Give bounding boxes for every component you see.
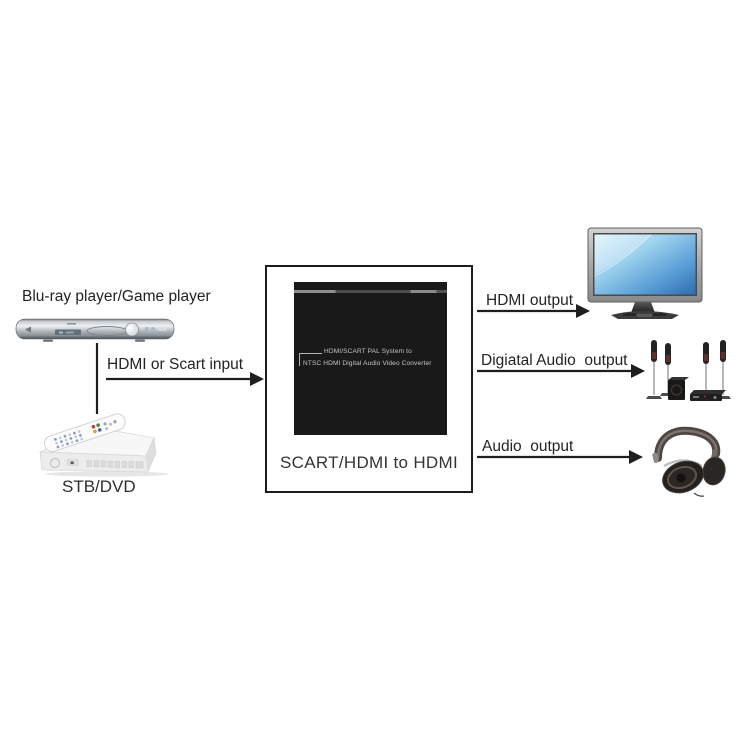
stb-dvd-image	[39, 413, 169, 477]
stb-remote-control	[44, 413, 126, 453]
converter-device-image: HDMI/SCART PAL System to NTSC HDMI Digit…	[294, 282, 447, 435]
input-connection-label: HDMI or Scart input	[107, 356, 244, 373]
stb-remote-color-buttons	[91, 420, 117, 434]
stb-front-buttons	[86, 460, 144, 469]
bluray-player-image	[15, 318, 175, 342]
headphones-band	[654, 426, 721, 462]
stb-label: STB/DVD	[62, 477, 136, 496]
audio-output-label: Audio output	[482, 438, 574, 455]
connector-digital-audio-arrow	[477, 364, 645, 378]
converter-box: HDMI/SCART PAL System to NTSC HDMI Digit…	[265, 265, 473, 493]
headphones-right-cup	[702, 456, 726, 486]
converter-caption: SCART/HDMI to HDMI	[280, 453, 458, 472]
subwoofer	[668, 377, 689, 400]
speaker-system-image	[646, 340, 731, 401]
digital-audio-output-label: Digiatal Audio output	[481, 352, 628, 369]
headphones-image	[652, 426, 726, 497]
monitor-screen	[594, 234, 696, 295]
connector-audio-arrow	[477, 450, 643, 464]
headphones-cable	[693, 492, 705, 497]
converter-top-seam	[294, 290, 447, 293]
connector-hdmi-output-arrow	[477, 304, 590, 318]
bluray-eject-mark	[25, 326, 31, 333]
converter-print-line2: NTSC HDMI Digital Audio Video Converter	[303, 360, 432, 367]
connector-input-arrow	[106, 372, 264, 386]
monitor-stand-neck	[631, 302, 655, 313]
av-receiver	[690, 390, 726, 401]
bluray-jog-button	[125, 322, 139, 337]
converter-print-line1: HDMI/SCART PAL System to	[324, 348, 412, 355]
hdmi-output-label: HDMI output	[486, 292, 574, 309]
stb-power-button	[49, 457, 61, 469]
converter-label-bracket	[299, 353, 322, 366]
bluray-label: Blu-ray player/Game player	[22, 288, 211, 305]
monitor-image	[587, 227, 703, 319]
